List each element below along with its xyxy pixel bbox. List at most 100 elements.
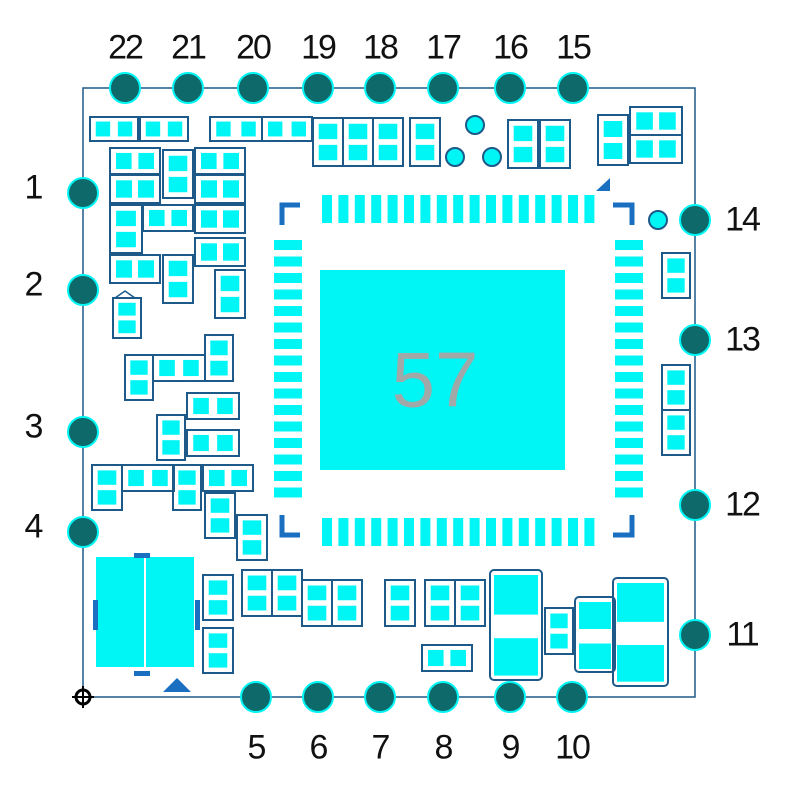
pad [513,125,533,142]
pad [168,260,188,277]
chip-pad-bottom [453,518,464,546]
pad [348,123,368,140]
chip-pad-bottom [551,518,562,546]
pad [116,260,132,278]
via [445,147,465,167]
pad [193,397,209,415]
chip-corner-mark [613,202,635,225]
pad [545,146,565,163]
chip-pad-left [274,306,302,316]
pin-pad [679,489,711,521]
chip-pad-bottom [469,518,480,546]
component-outline [89,116,139,142]
pin-pad [557,72,589,104]
chip-pad-top [502,195,513,223]
pad [208,580,228,595]
via [482,147,502,167]
pad [247,595,267,611]
pin-pad [67,274,99,306]
pad [667,370,685,385]
pad [210,518,230,533]
chip-pad-right [615,454,643,465]
pad [337,585,357,601]
pad [277,595,297,611]
chip-pad-right [615,273,643,283]
pad [242,520,262,535]
chip-pad-right [615,372,643,382]
component-outline [162,149,194,199]
pin-pad [240,681,272,713]
component-outline [409,117,441,167]
pad [168,176,188,193]
component-outline [186,392,240,420]
pin-pad [556,681,588,713]
chip-label: 57 [391,335,479,424]
pad [337,605,357,621]
pad [138,180,154,198]
pad [167,121,183,137]
pad [667,278,685,293]
chip-corner-mark [279,515,300,538]
pad [159,359,175,377]
pin-label-8: 8 [434,728,454,767]
pad [430,605,450,621]
pad [201,152,217,170]
pin-label-21: 21 [171,28,207,67]
chip-pad-left [274,339,302,349]
component-outline [109,254,161,284]
chip-pad-right [615,405,643,415]
chip-pad-right [615,289,643,300]
chip-pad-bottom [420,518,431,546]
chip-pad-top [354,195,365,223]
crystal-mark [93,600,98,630]
chip-pad-left [274,405,302,415]
pad [145,121,161,137]
component-outline [156,414,186,461]
pin-label-18: 18 [363,28,399,67]
pad [210,498,230,513]
pad [138,152,154,170]
pin-label-16: 16 [493,28,529,67]
component-outline [629,134,683,164]
pad [223,152,239,170]
component-outline [372,117,404,167]
pad [428,649,444,667]
large-component [489,569,543,681]
pad [217,434,233,452]
pad [667,258,685,273]
crystal-mark [134,553,150,558]
pad [208,633,228,648]
pad [178,470,196,485]
chip-corner-mark [613,515,635,538]
chip-pad-left [274,322,302,333]
pin-label-20: 20 [236,28,272,67]
pad [268,121,283,137]
pad [130,380,148,395]
pad [220,296,240,313]
pin-label-19: 19 [301,28,337,67]
pin-pad [67,416,99,448]
pad [659,112,676,130]
component-outline [202,627,234,674]
chip-pad-left [274,487,302,498]
chip-pad-top [404,195,414,223]
pad [116,231,136,248]
pin-label-11: 11 [726,615,759,654]
pad [193,434,209,452]
pad [97,490,117,505]
pad [209,469,225,487]
chip-pad-bottom [387,518,398,546]
pad [149,209,165,227]
pad [231,469,247,487]
pad [138,260,154,278]
crystal-mark [195,600,200,630]
pad [667,390,685,405]
pad [97,470,117,485]
large-component [612,577,669,687]
pad [201,180,217,198]
component-outline [454,579,486,627]
pad [201,243,217,261]
pin-pad [494,681,526,713]
pad [208,653,228,668]
